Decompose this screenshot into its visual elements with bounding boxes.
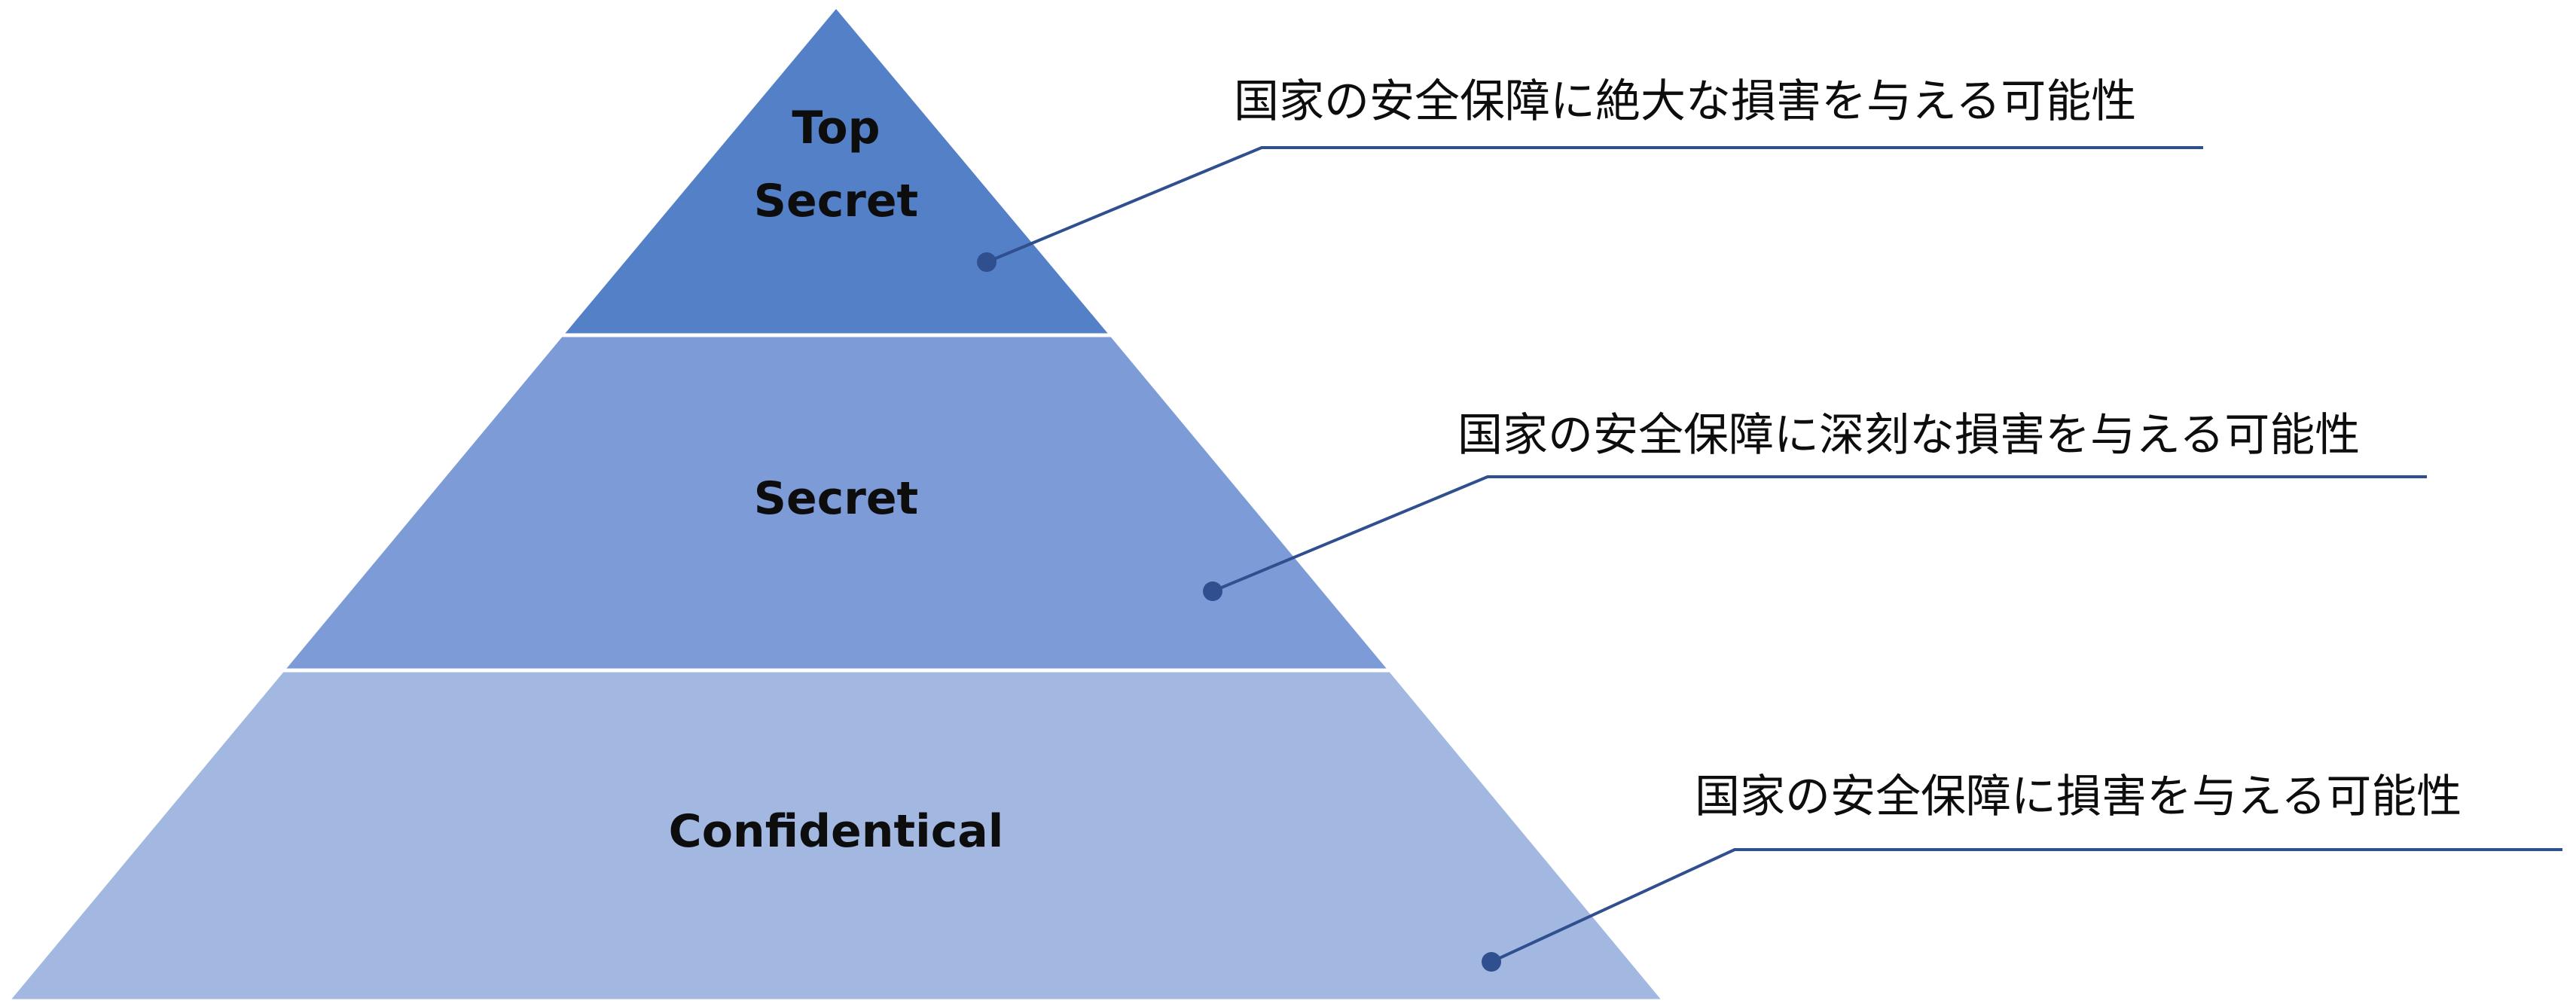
tier-label-confidential: Confidentical xyxy=(669,805,1004,858)
callout-text-top-secret: 国家の安全保障に絶大な損害を与える可能性 xyxy=(1234,75,2136,128)
callout-text-confidential: 国家の安全保障に損害を与える可能性 xyxy=(1695,771,2462,823)
tier-label-top-secret: Secret xyxy=(754,175,918,227)
tier-confidential xyxy=(5,668,1668,1001)
callout-dot-confidential xyxy=(1482,952,1501,972)
callout-leader-top-secret xyxy=(986,146,2203,264)
callout-leader-secret xyxy=(1212,475,2427,593)
callout-dot-top-secret xyxy=(977,252,997,272)
tier-label-top: Top xyxy=(792,102,880,154)
tier-label-secret: Secret xyxy=(754,472,918,525)
callout-dot-secret xyxy=(1203,581,1222,601)
tier-top-secret xyxy=(557,3,1116,337)
callout-leader-confidential xyxy=(1491,848,2562,963)
callout-text-secret: 国家の安全保障に深刻な損害を与える可能性 xyxy=(1457,409,2360,462)
